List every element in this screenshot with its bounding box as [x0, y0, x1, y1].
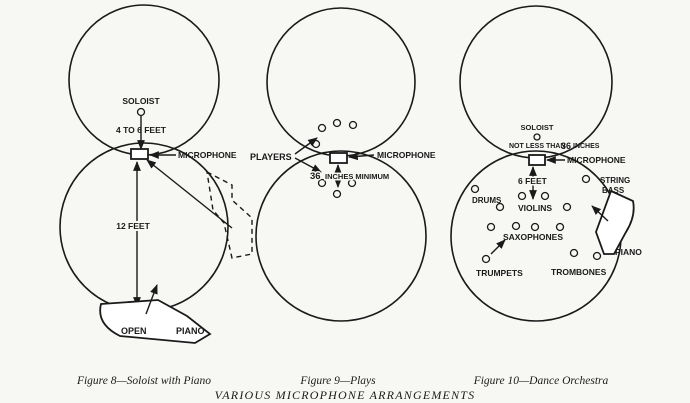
drums-position [470, 184, 480, 194]
saxophone-position [511, 221, 521, 231]
distance-number: 36 [310, 171, 321, 182]
microphone-pointer-arrow [348, 152, 375, 161]
trumpets-label: TRUMPETS [476, 268, 523, 278]
trumpet-direction-arrow [490, 239, 506, 255]
violins-label: VIOLINS [518, 203, 552, 213]
figure-8-caption: Figure 8—Soloist with Piano [76, 375, 211, 387]
soloist-position [136, 107, 146, 117]
trombone-position [569, 248, 579, 258]
saxophones-label: SAXOPHONES [503, 232, 563, 242]
piano-lid-arrow [591, 205, 609, 222]
saxophone-position [486, 222, 496, 232]
saxophone-position [530, 222, 540, 232]
microphone-symbol [130, 148, 149, 160]
player-position [348, 120, 358, 130]
player-position [332, 189, 342, 199]
piano-label: PIANO [176, 326, 205, 336]
figure-9-caption: Figure 9—Plays [299, 375, 376, 387]
distance-rest: INCHES MINIMUM [325, 172, 389, 181]
players-arrow-down [294, 157, 322, 173]
alternate-piano-line [146, 159, 233, 229]
player-position [347, 178, 357, 188]
player-position [317, 178, 327, 188]
players-arrow-up [294, 137, 318, 155]
soloist-label: SOLOIST [521, 123, 554, 132]
microphone-symbol [329, 152, 348, 164]
string-bass-label-line1: STRING [600, 176, 630, 185]
trombone-position [592, 251, 602, 261]
string-bass-position [581, 174, 591, 184]
soloist-label: SOLOIST [122, 96, 160, 106]
open-label: OPEN [121, 326, 147, 336]
microphone-label: MICROPHONE [178, 150, 237, 160]
player-position [311, 139, 321, 149]
figure-10-dance-orchestra: SOLOIST NOT LESS THAN 36 INCHES MICROPHO… [450, 5, 642, 387]
six-feet-label: 6 FEET [518, 176, 548, 186]
pickup-pattern-front-circle [266, 7, 416, 157]
distance-number: 36 [561, 141, 571, 151]
drums-label: DRUMS [472, 196, 502, 205]
string-bass-label-line2: BASS [602, 186, 625, 195]
figure-10-caption: Figure 10—Dance Orchestra [473, 375, 609, 387]
plate-title: VARIOUS MICROPHONE ARRANGEMENTS [215, 388, 476, 402]
violin-position [562, 202, 572, 212]
violin-position [540, 191, 550, 201]
microphone-label: MICROPHONE [567, 155, 626, 165]
piano-shape [99, 299, 212, 344]
trumpet-position [481, 254, 491, 264]
players-label: PLAYERS [250, 152, 292, 162]
pickup-pattern-back-circle [255, 150, 427, 322]
piano-label: PIANO [615, 247, 642, 257]
microphone-label: MICROPHONE [377, 150, 436, 160]
saxophone-position [555, 222, 565, 232]
twelve-feet-label: 12 FEET [116, 221, 150, 231]
alternate-piano-outline-dashed [206, 170, 253, 259]
player-position [317, 123, 327, 133]
soloist-distance-label: 4 TO 6 FEET [116, 125, 167, 135]
distance-unit: INCHES [573, 143, 600, 150]
figure-9-plays: MICROPHONE PLAYERS 36 INCHES MINIMUM Fig… [250, 7, 436, 387]
figure-8-soloist-with-piano: SOLOIST 4 TO 6 FEET MICROPHONE 12 FEET O… [59, 4, 253, 387]
violin-position [517, 191, 527, 201]
violin-position [495, 202, 505, 212]
soloist-position [533, 133, 541, 141]
piano-shape [595, 189, 635, 255]
piano-lid-arrow [145, 284, 158, 315]
distance-prefix: NOT LESS THAN [509, 143, 565, 150]
player-position [332, 118, 342, 128]
microphone-symbol [528, 154, 546, 166]
trombones-label: TROMBONES [551, 267, 607, 277]
